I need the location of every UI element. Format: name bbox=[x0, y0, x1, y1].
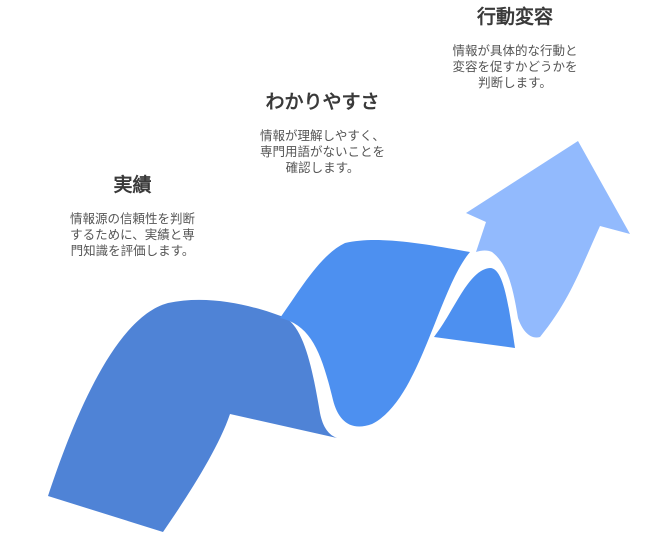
step-block-3: 行動変容 情報が具体的な行動と 変容を促すかどうかを 判断します。 bbox=[420, 2, 610, 91]
step-title-1: 実績 bbox=[113, 174, 152, 196]
ribbon-arrowhead bbox=[466, 141, 630, 338]
step-description-3: 情報が具体的な行動と 変容を促すかどうかを 判断します。 bbox=[452, 43, 578, 90]
step-title-3: 行動変容 bbox=[476, 6, 553, 28]
ribbon-segment-1 bbox=[48, 299, 337, 532]
step-title-2: わかりやすさ bbox=[265, 91, 380, 113]
step-description-1: 情報源の信頼性を判断 するために、実績と専 門知識を評価します。 bbox=[69, 211, 195, 258]
ribbon-segment-3 bbox=[434, 268, 515, 348]
step-block-1: 実績 情報源の信頼性を判断 するために、実績と専 門知識を評価します。 bbox=[30, 170, 235, 259]
ribbon-segment-2 bbox=[280, 240, 470, 427]
step-block-2: わかりやすさ 情報が理解しやすく、 専門用語がないことを 確認します。 bbox=[225, 87, 420, 176]
step-description-2: 情報が理解しやすく、 専門用語がないことを 確認します。 bbox=[259, 128, 385, 175]
